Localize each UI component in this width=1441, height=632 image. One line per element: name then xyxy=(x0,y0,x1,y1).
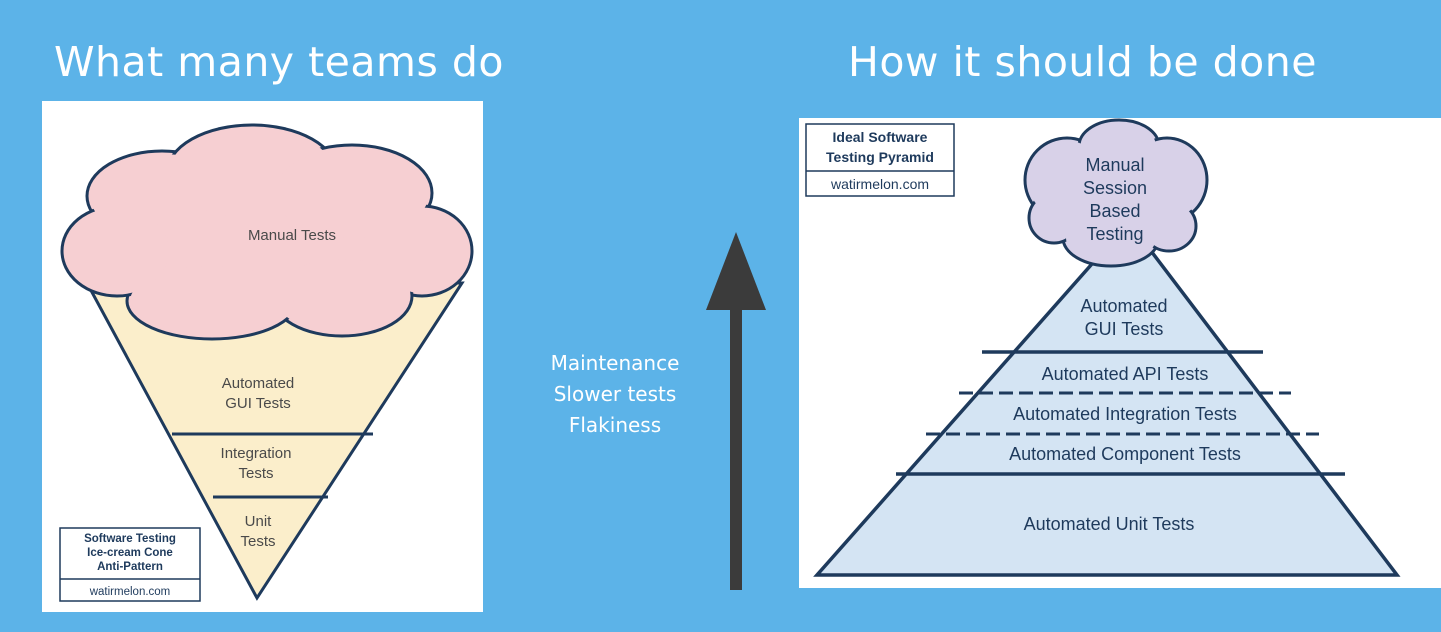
cone-gui-label-line1: Automated xyxy=(222,375,295,392)
pyramid-manual-line2: Session xyxy=(1083,178,1147,198)
pyramid-api-label: Automated API Tests xyxy=(1042,364,1209,384)
tradeoff-labels: Maintenance Slower tests Flakiness xyxy=(520,348,710,441)
pyramid-shape xyxy=(813,219,1401,577)
pyramid-manual-line4: Testing xyxy=(1086,224,1143,244)
ice-cream-cone-diagram: Manual Tests Automated GUI Tests Integra… xyxy=(59,123,474,602)
cone-box-line2: Ice-cream Cone xyxy=(87,547,173,559)
pyramid-gui-line1: Automated xyxy=(1080,296,1167,316)
tradeoff-flakiness: Flakiness xyxy=(568,413,662,437)
cone-box-site: watirmelon.com xyxy=(89,586,171,598)
cone-box-line3: Anti-Pattern xyxy=(97,561,163,573)
right-heading: How it should be done xyxy=(848,38,1317,86)
pyramid-manual-line1: Manual xyxy=(1085,155,1144,175)
pyramid-box-site: watirmelon.com xyxy=(830,176,929,192)
cone-unit-label-line1: Unit xyxy=(245,513,273,530)
pyramid-manual-line3: Based xyxy=(1089,201,1140,221)
cone-box-line1: Software Testing xyxy=(84,533,176,545)
cone-label-box: Software Testing Ice-cream Cone Anti-Pat… xyxy=(59,527,201,602)
cone-manual-label: Manual Tests xyxy=(248,227,336,244)
testing-pyramid-diagram: Manual Session Based Testing Automated G… xyxy=(805,118,1401,577)
tradeoff-maintenance: Maintenance xyxy=(550,351,680,375)
cone-gui-label-line2: GUI Tests xyxy=(225,395,291,412)
pyramid-box-line1: Ideal Software xyxy=(833,129,928,145)
left-heading: What many teams do xyxy=(54,38,504,86)
up-arrow xyxy=(706,232,766,590)
testing-pyramid-panel: Manual Session Based Testing Automated G… xyxy=(799,118,1441,588)
cone-unit-label-line2: Tests xyxy=(240,533,275,550)
pyramid-box-line2: Testing Pyramid xyxy=(826,149,934,165)
pyramid-integration-label: Automated Integration Tests xyxy=(1013,404,1237,424)
ice-cream-cone-panel: Manual Tests Automated GUI Tests Integra… xyxy=(42,101,483,612)
tradeoff-slower-tests: Slower tests xyxy=(553,382,677,406)
cone-integration-label-line2: Tests xyxy=(238,465,273,482)
pyramid-gui-line2: GUI Tests xyxy=(1085,319,1164,339)
pyramid-unit-label: Automated Unit Tests xyxy=(1024,514,1195,534)
pyramid-label-box: Ideal Software Testing Pyramid watirmelo… xyxy=(805,123,955,197)
cone-integration-label-line1: Integration xyxy=(221,445,292,462)
pyramid-component-label: Automated Component Tests xyxy=(1009,444,1241,464)
